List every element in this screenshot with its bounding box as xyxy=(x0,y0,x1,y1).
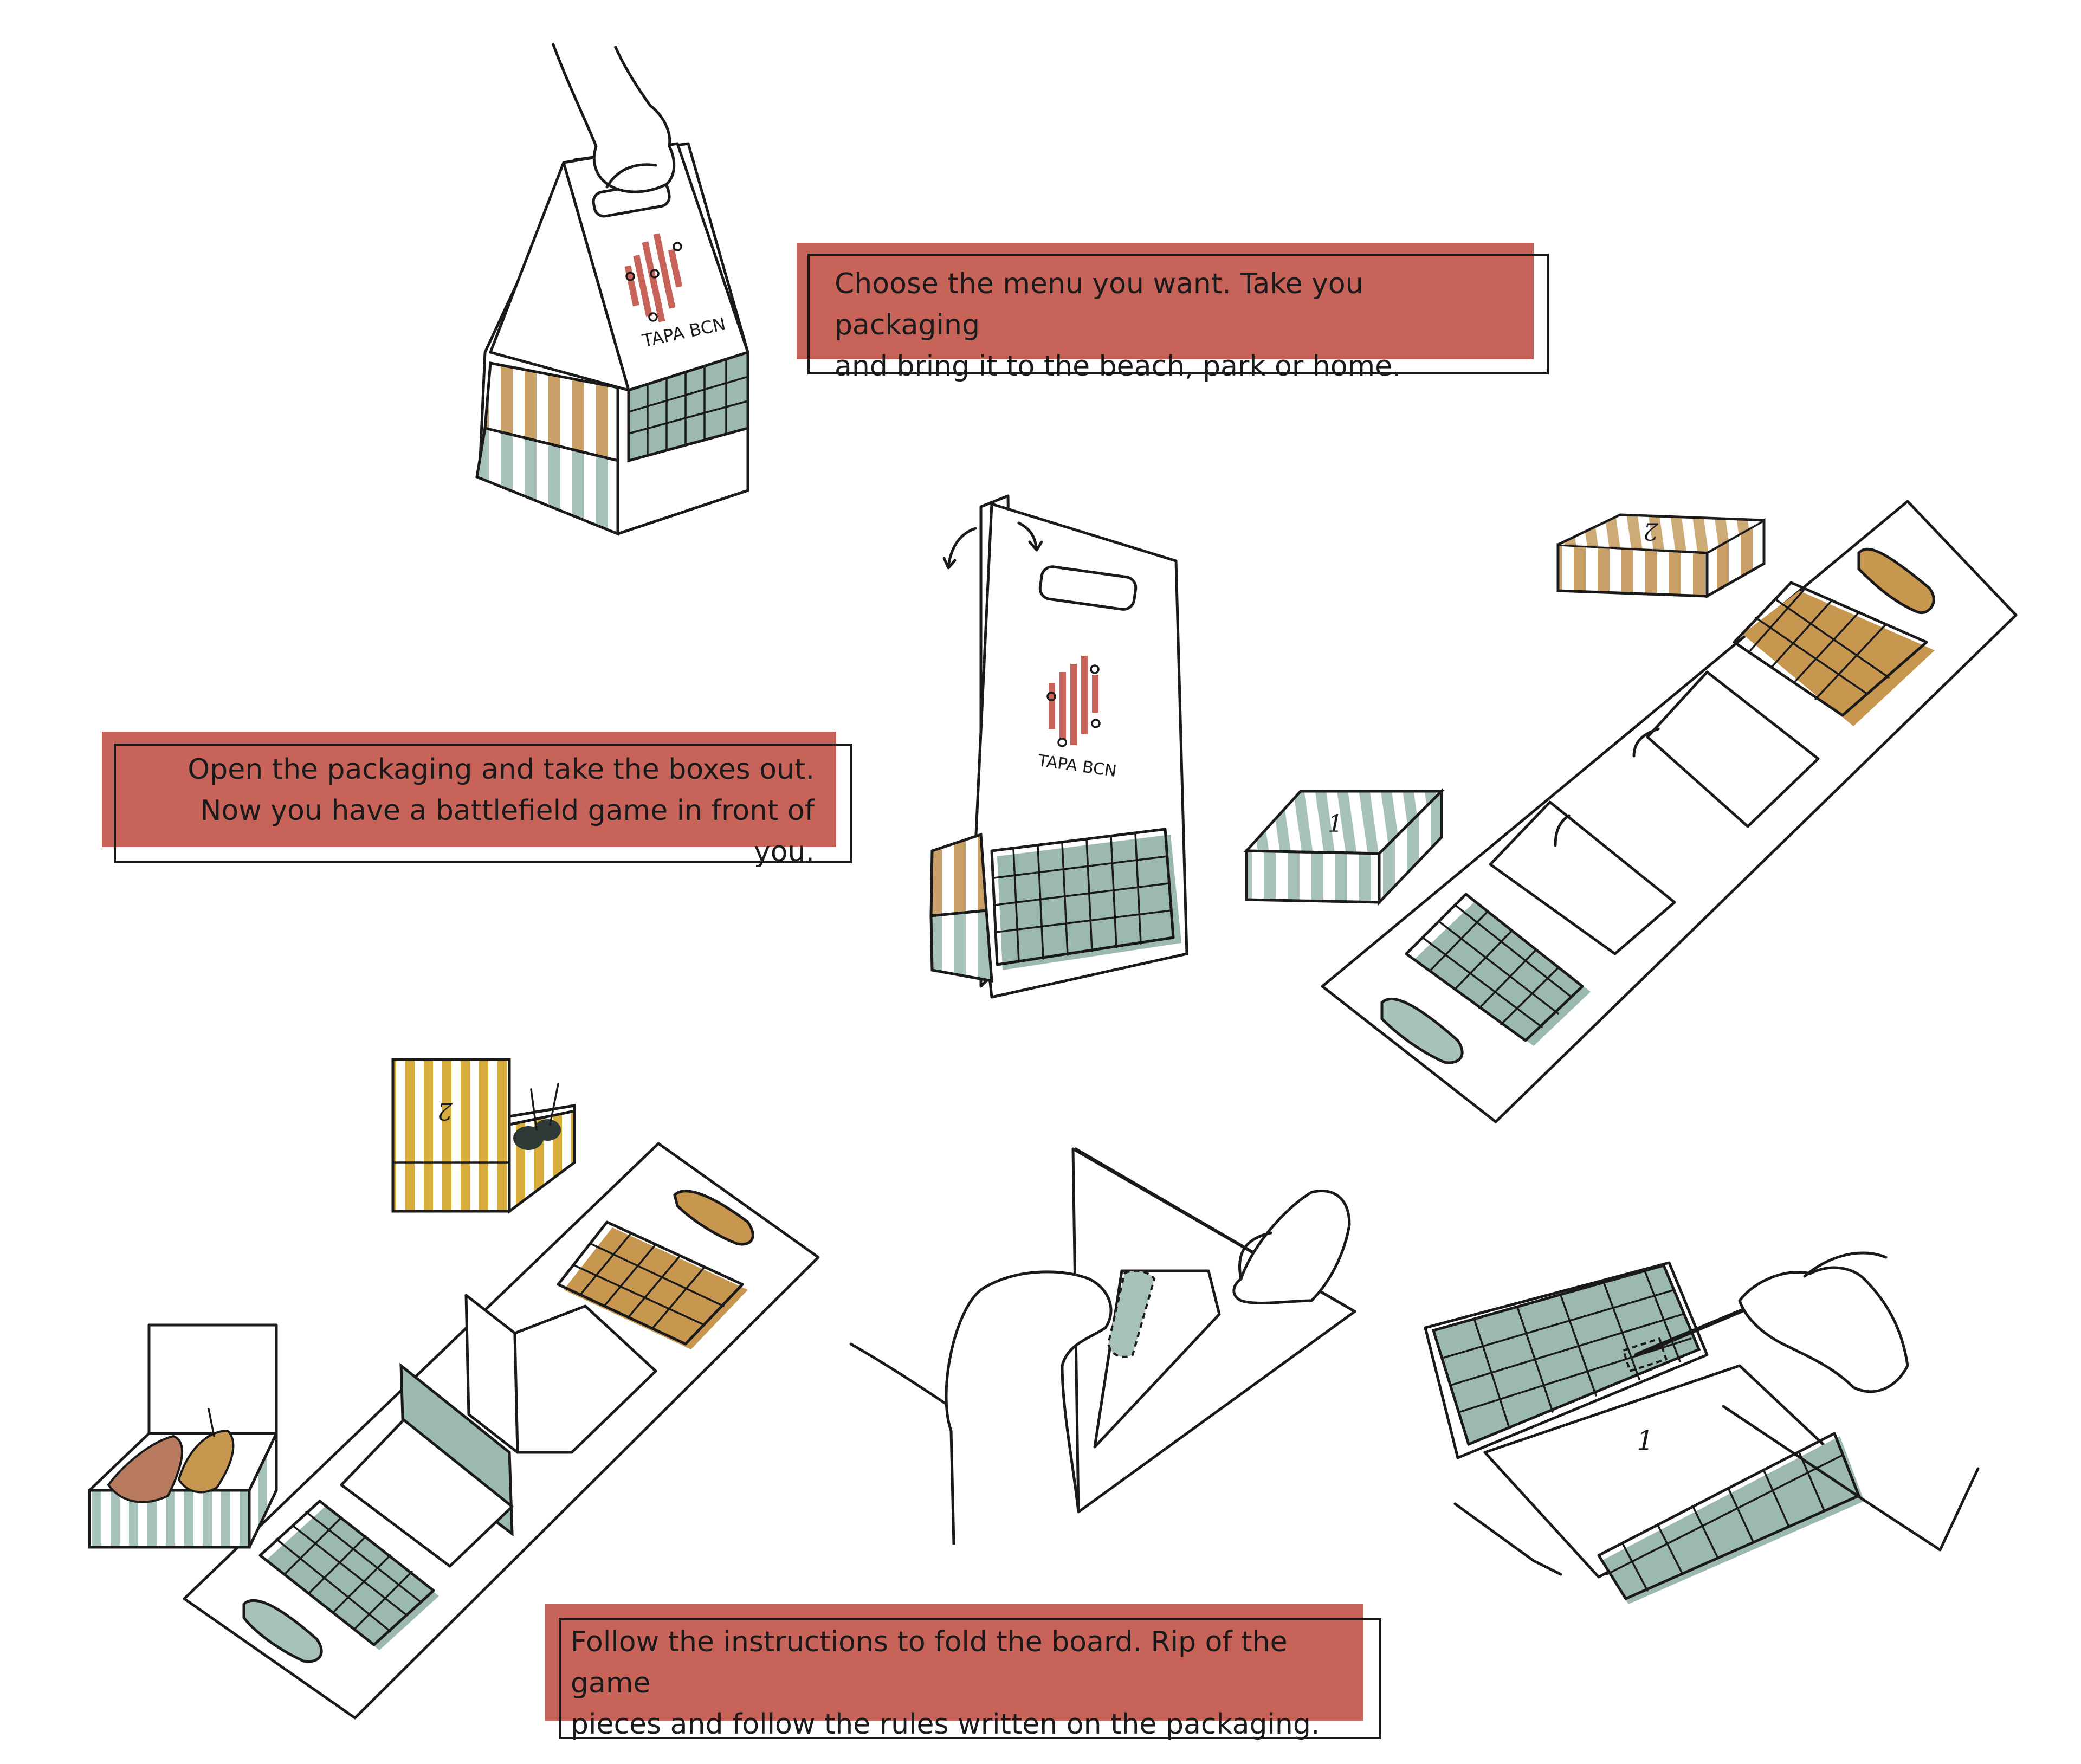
scene-tweezers: 1 xyxy=(1424,1251,1980,1604)
box-one: 1 xyxy=(1243,787,1445,906)
caption-step-1-text: Choose the menu you want. Take you packa… xyxy=(835,268,1401,383)
food-box xyxy=(88,1323,278,1549)
scene-game-board: 2 1 xyxy=(1243,500,2018,1123)
bag-grid-panel xyxy=(627,350,749,463)
scene-fold-board: 2 xyxy=(88,1058,820,1720)
caption-step-2-text: Open the packaging and take the boxes ou… xyxy=(188,753,815,868)
open-bag-grid-panel xyxy=(990,828,1181,970)
board-grid-mustard xyxy=(1733,581,1935,726)
hand-icon xyxy=(551,43,676,193)
box-two-number: 2 xyxy=(1643,517,1659,545)
caption-step-3-text: Follow the instructions to fold the boar… xyxy=(571,1626,1320,1741)
closeup-box-number: 1 xyxy=(1637,1425,1654,1456)
box-one-number: 1 xyxy=(1328,810,1343,838)
caption-step-3: Follow the instructions to fold the boar… xyxy=(545,1604,1381,1741)
caption-step-2: Open the packaging and take the boxes ou… xyxy=(102,732,852,868)
box-two: 2 xyxy=(1556,513,1766,599)
game-piece-mustard xyxy=(1857,547,1935,615)
game-piece-sage xyxy=(1380,997,1464,1064)
bag-handle-window xyxy=(1038,565,1138,611)
caption-step-1: Choose the menu you want. Take you packa… xyxy=(797,243,1549,383)
yellow-box: 2 xyxy=(391,1058,576,1214)
fold-board-grid-sage xyxy=(258,1500,439,1650)
scene-carry-bag: TAPA BCN xyxy=(475,43,749,536)
fold-board-grid-mustard xyxy=(557,1220,748,1349)
fold-game-piece-mustard xyxy=(673,1190,754,1246)
scene-rip-pieces xyxy=(849,1147,1356,1545)
fold-arrow-icon xyxy=(947,527,977,568)
scene-open-packaging: TAPA BCN xyxy=(929,494,1188,999)
board-grid-sage xyxy=(1405,893,1591,1046)
fold-game-piece-sage xyxy=(242,1599,323,1663)
yellow-box-number: 2 xyxy=(437,1097,453,1125)
ripped-piece xyxy=(1107,1269,1156,1358)
